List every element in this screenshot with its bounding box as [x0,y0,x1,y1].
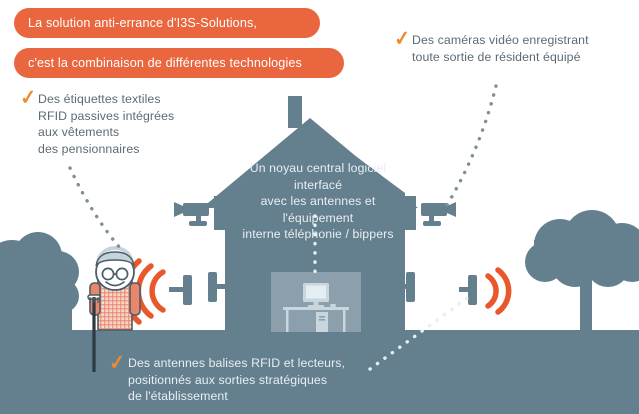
rfid-waves-right [485,267,512,315]
antenna-right-wall [392,272,415,302]
check-icon-antennas: ✓ [107,351,127,375]
antenna-left-wall [208,272,231,302]
leader-tags [68,166,122,250]
elderly-resident-with-cane [87,246,141,372]
callout-cameras: Des caméras vidéo enregistrant toute sor… [412,33,589,64]
bush-left [0,232,79,332]
leader-cameras [445,84,498,207]
check-icon-cameras: ✓ [392,27,412,51]
banner-tagline-1: La solution anti-errance d'I3S-Solutions… [14,8,320,38]
antenna-inside-left [169,275,192,305]
banner-tagline-2: c'est la combinaison de différentes tech… [14,48,344,78]
camera-left [174,196,225,230]
desk-computer-workstation [271,272,361,332]
callout-antennas: Des antennes balises RFID et lecteurs, p… [128,356,346,404]
chimney [288,96,302,128]
check-icon-rfid-tags: ✓ [18,86,38,110]
banner-2-text: c'est la combinaison de différentes tech… [28,56,303,70]
banner-1-text: La solution anti-errance d'I3S-Solutions… [28,16,258,30]
camera-right [405,196,456,230]
antenna-inside-right [459,275,477,305]
ground-band [0,330,639,414]
tree-right [525,210,639,334]
callout-rfid-tags: Des étiquettes textiles RFID passives in… [38,92,175,156]
callout-software-core: Un noyau central logiciel interfacé avec… [242,161,394,242]
